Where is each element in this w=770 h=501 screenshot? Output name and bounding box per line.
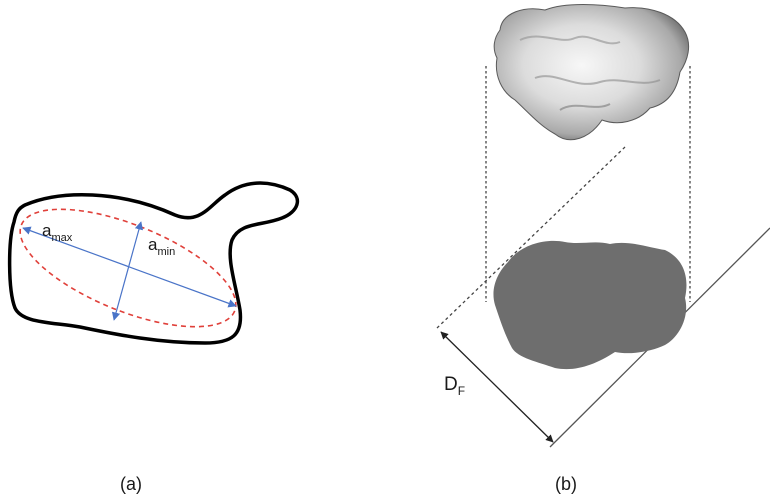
df-label: DF — [444, 374, 465, 398]
minor-axis-arrow — [111, 221, 144, 321]
lower-parallel-line — [436, 146, 626, 329]
particle-texture-2 — [534, 75, 661, 85]
particle-texture-1 — [519, 35, 621, 45]
panel-a: amax amin (a) — [7, 181, 300, 494]
caption-a: (a) — [120, 474, 142, 494]
particle-outline — [7, 181, 300, 345]
caption-b: (b) — [555, 474, 577, 494]
a-min-label: amin — [148, 235, 175, 258]
df-dimension-arrow — [440, 331, 554, 443]
particle-texture-3 — [559, 103, 611, 111]
projected-shadow — [493, 240, 687, 370]
particle-3d-image — [493, 4, 690, 141]
a-max-label: amax — [42, 221, 73, 244]
panel-b: DF (b) — [436, 4, 770, 494]
